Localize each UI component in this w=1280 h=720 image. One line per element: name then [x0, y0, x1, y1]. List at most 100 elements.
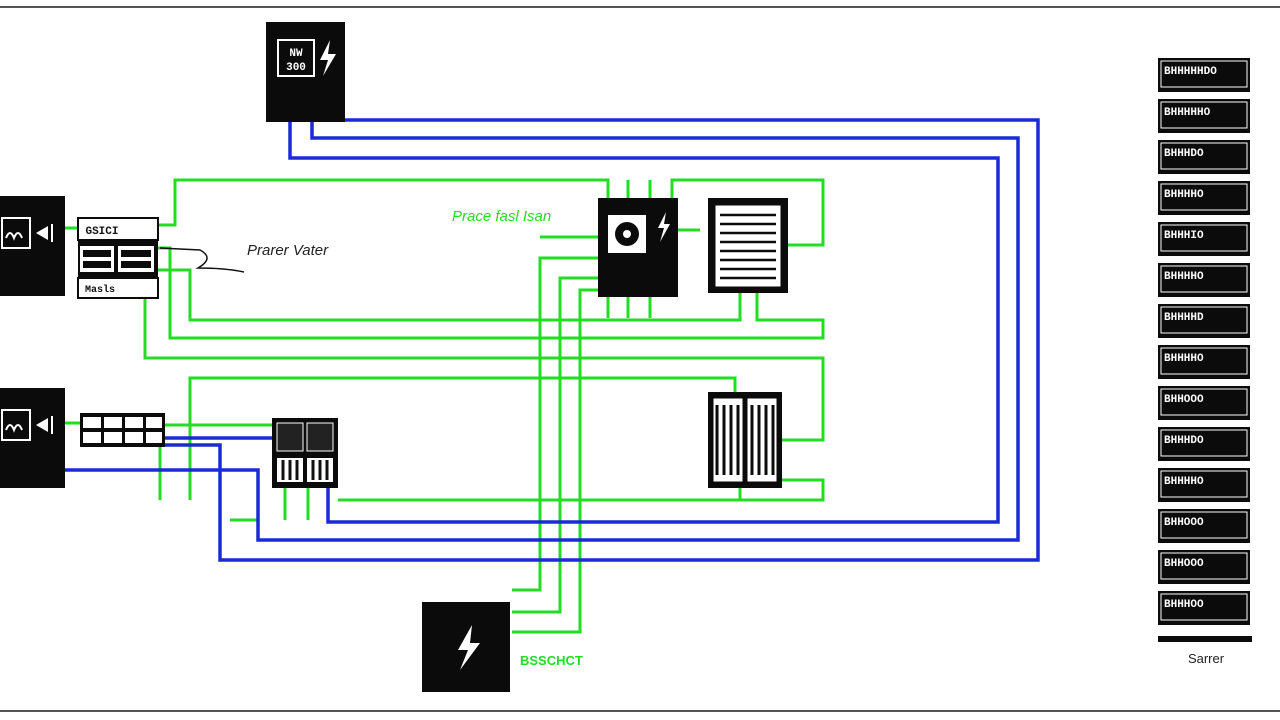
- rack-module-face: [1160, 142, 1248, 170]
- rack-module: BHHOOO: [1158, 386, 1250, 420]
- rack-module-label: BHHHHHDO: [1164, 66, 1217, 78]
- left-device-a-window: [1, 217, 31, 249]
- rack-module-body: [1158, 468, 1250, 502]
- rack-module-body: [1158, 386, 1250, 420]
- rack-module-label: BHHHHO: [1164, 353, 1204, 365]
- left-panel-b-cell: [125, 417, 143, 428]
- rack-module-label: BHHOOO: [1164, 394, 1204, 406]
- coil-symbol-icon: [5, 232, 23, 241]
- rack-module-face: [1160, 306, 1248, 334]
- coil-symbol-icon: [5, 424, 23, 433]
- left-panel-a-cell-detail: [83, 261, 111, 268]
- breaker-panel-small-window: [276, 422, 304, 452]
- rack-module: BHHOOO: [1158, 509, 1250, 543]
- power-meter-label: Prarer Vater: [247, 242, 329, 259]
- center-disconnect: [598, 198, 678, 297]
- rack-module-face: [1160, 388, 1248, 416]
- left-panel-a-cell: [80, 246, 114, 272]
- bottom-power-supply: [422, 602, 510, 692]
- rack-module-label: BHHOOO: [1164, 558, 1204, 570]
- rack-module-face: [1160, 265, 1248, 293]
- left-panel-b-cell: [104, 432, 122, 443]
- lower-cabinet-slats: [715, 405, 775, 475]
- rack-module-face: [1160, 101, 1248, 129]
- rack-module-body: [1158, 509, 1250, 543]
- left-panel-b-cell: [104, 417, 122, 428]
- vented-panel-face: [714, 204, 782, 288]
- left-panel-b-cell: [146, 417, 162, 428]
- rack-module-label: BHHHHD: [1164, 312, 1204, 324]
- top-source-label-line2: 300: [286, 62, 306, 74]
- rack-module-face: [1160, 470, 1248, 498]
- rack-module-label: BHHHHO: [1164, 189, 1204, 201]
- rack-module-face: [1160, 511, 1248, 539]
- rack-module-label: BHHHIO: [1164, 230, 1204, 242]
- top-source-label-line1: NW: [289, 48, 303, 60]
- top-power-source-label-frame: [277, 39, 315, 77]
- rack-module-label: BHHHHO: [1164, 271, 1204, 283]
- left-device-a-body: [0, 196, 65, 296]
- lower-cabinet: [708, 392, 782, 488]
- rack-module-label: BHHHDO: [1164, 435, 1204, 447]
- blue-wire: [65, 122, 1020, 542]
- blue-wire-group: [65, 118, 1040, 562]
- left-panel-a-title-bar: [77, 217, 159, 241]
- rack-base-bar: [1158, 636, 1252, 642]
- left-panel-b: [80, 413, 165, 447]
- rack-module: BHHHDO: [1158, 427, 1250, 461]
- lightning-icon: [320, 40, 336, 76]
- left-panel-a-title: GSICI: [85, 226, 118, 238]
- rack-module-label: BHHHDO: [1164, 148, 1204, 160]
- rack-module-face: [1160, 552, 1248, 580]
- left-panel-a-footer-bar: [77, 277, 159, 299]
- left-panel-b-cell: [83, 417, 101, 428]
- rack-module-label: BHHHHHO: [1164, 107, 1211, 119]
- rack-module-label: BHHHOO: [1164, 599, 1204, 611]
- rack-module: BHHHHO: [1158, 181, 1250, 215]
- left-device-b-window: [1, 409, 31, 441]
- blue-wire: [165, 118, 1040, 562]
- left-panel-a-footer: Masls: [85, 284, 115, 296]
- top-power-source-body: [266, 22, 345, 122]
- breaker-panel-small: [272, 418, 338, 488]
- rack-module-body: [1158, 263, 1250, 297]
- vent-lines: [720, 213, 776, 280]
- left-device-b-body: [0, 388, 65, 488]
- rack-module: BHHHIO: [1158, 222, 1250, 256]
- rack-module-label: BHHHHO: [1164, 476, 1204, 488]
- left-panel-a-cell: [118, 246, 154, 272]
- rack-module-face: [1160, 224, 1248, 252]
- blue-wire: [288, 122, 1000, 524]
- left-panel-a-cell-detail: [121, 261, 151, 268]
- lightning-icon: [458, 625, 480, 670]
- green-wire: [512, 288, 598, 634]
- breaker-panel-small-window: [306, 422, 334, 452]
- rack-module: BHHHHHO: [1158, 99, 1250, 133]
- rack-module-face: [1160, 183, 1248, 211]
- bottom-supply-label: BSSCHCT: [520, 653, 583, 668]
- rack-module: BHHHHD: [1158, 304, 1250, 338]
- rack-module: BHHOOO: [1158, 550, 1250, 584]
- rack-module: BHHHHO: [1158, 345, 1250, 379]
- rack-module-face: [1160, 347, 1248, 375]
- green-wire: [158, 268, 742, 322]
- lightning-icon: [658, 212, 670, 242]
- rack-module-body: [1158, 591, 1250, 625]
- rack-module: BHHHHO: [1158, 263, 1250, 297]
- rack-module-body: [1158, 427, 1250, 461]
- left-panel-b-cell: [125, 432, 143, 443]
- rack-module-body: [1158, 550, 1250, 584]
- green-wire: [512, 256, 598, 592]
- left-device-a: [0, 196, 65, 296]
- vented-panel: [708, 198, 788, 293]
- rack-module-label: BHHOOO: [1164, 517, 1204, 529]
- rack-module-body: [1158, 181, 1250, 215]
- left-panel-b-cell: [146, 432, 162, 443]
- green-wire: [670, 178, 825, 247]
- rack-module-body: [1158, 140, 1250, 174]
- green-wire-group: [65, 178, 825, 634]
- rack-module-face: [1160, 429, 1248, 457]
- left-device-b: [0, 388, 65, 488]
- rack-module: BHHHOO: [1158, 591, 1250, 625]
